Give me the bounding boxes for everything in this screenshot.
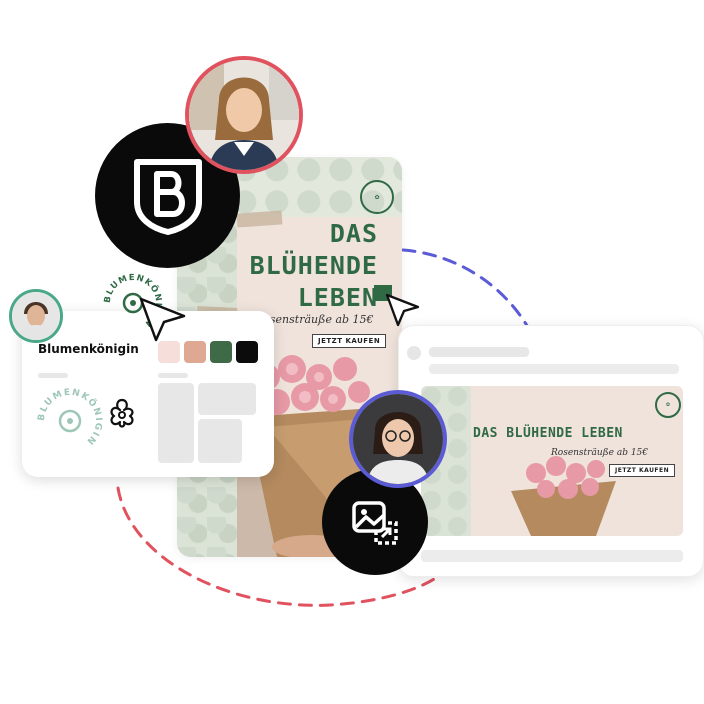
ad-headline-line-3: LEBEN bbox=[297, 283, 378, 312]
cursor-arrow-icon bbox=[385, 293, 420, 327]
red-dashed-arc bbox=[116, 486, 442, 607]
tall-ad-banner: ✿ DAS BLÜHENDE LEBEN Rosensträuße ab 15€… bbox=[177, 157, 402, 557]
ad-logo-badge: ✿ bbox=[655, 392, 681, 418]
placeholder-bar bbox=[158, 373, 188, 378]
ad-logo-badge: ✿ bbox=[360, 180, 394, 214]
ad-subline: Rosensträuße ab 15€ bbox=[255, 313, 374, 326]
image-resize-circle[interactable] bbox=[322, 469, 428, 575]
ad-headline-line-1: DAS bbox=[329, 219, 378, 248]
ad-cta-button[interactable]: JETZT KAUFEN bbox=[312, 334, 387, 348]
brand-kit-card: Blumenkönigin BLUMENKÖNIGIN bbox=[22, 311, 274, 477]
flower-icon bbox=[110, 398, 134, 428]
wide-ad-headline: DAS BLÜHENDE LEBEN bbox=[473, 426, 623, 441]
layout-placeholder bbox=[198, 383, 256, 415]
color-swatch-salmon[interactable] bbox=[184, 341, 206, 363]
color-swatch-green[interactable] bbox=[210, 341, 232, 363]
brand-logo-circle[interactable] bbox=[95, 123, 240, 268]
color-swatch-light-pink[interactable] bbox=[158, 341, 180, 363]
avatar-man bbox=[9, 289, 63, 343]
color-swatch-black[interactable] bbox=[236, 341, 258, 363]
brand-b-shield-icon bbox=[133, 158, 202, 235]
wide-ad-subline: Rosensträuße ab 15€ bbox=[551, 448, 649, 458]
layout-placeholder bbox=[158, 383, 194, 463]
avatar-woman-blonde bbox=[185, 56, 303, 174]
layout-placeholder bbox=[198, 419, 242, 463]
rose-bouquet-image bbox=[511, 456, 616, 536]
tape-decoration bbox=[236, 210, 283, 228]
placeholder-bar bbox=[421, 550, 683, 562]
wide-ad-cta-button[interactable]: JETZT KAUFEN bbox=[609, 464, 676, 477]
ad-headline-line-2: BLÜHENDE bbox=[249, 251, 378, 280]
browser-dot bbox=[407, 346, 421, 360]
cursor-arrow-icon bbox=[139, 297, 186, 342]
placeholder-bar bbox=[429, 364, 679, 374]
placeholder-bar bbox=[429, 347, 529, 357]
image-resize-icon bbox=[352, 501, 398, 545]
brand-name: Blumenkönigin bbox=[38, 342, 139, 356]
brand-logo: BLUMENKÖNIGIN bbox=[37, 388, 103, 447]
placeholder-bar bbox=[38, 373, 68, 378]
tape-decoration bbox=[421, 386, 461, 399]
avatar-woman-glasses bbox=[349, 390, 447, 488]
svg-text:BLUMENKÖNIGIN: BLUMENKÖNIGIN bbox=[37, 388, 103, 447]
wide-ad-banner: ✿ DAS BLÜHENDE LEBEN Rosensträuße ab 15€… bbox=[421, 386, 683, 536]
